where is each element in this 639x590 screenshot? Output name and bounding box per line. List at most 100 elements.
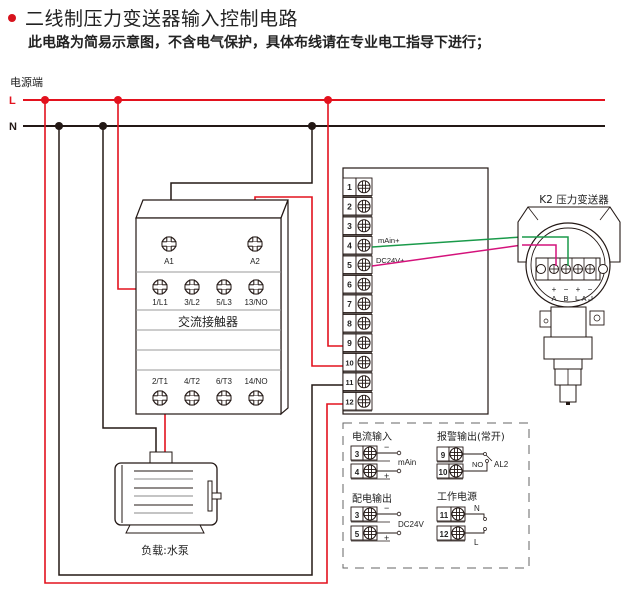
terminal5-label: DC24V+ xyxy=(376,256,405,265)
legend-box xyxy=(342,422,530,569)
controller-terminal-number: 1 xyxy=(347,182,352,192)
controller-terminal-12: 12 xyxy=(342,392,373,412)
terminal-label-a1: A1 xyxy=(164,257,174,266)
legend-terminal: 5 xyxy=(355,530,360,539)
terminal-screw-icon xyxy=(357,277,371,291)
wire-neutral-terminal11 xyxy=(58,126,372,576)
legend-work-power xyxy=(436,506,487,542)
controller-terminal-8: 8 xyxy=(342,314,373,334)
mark-minus-alarm: − xyxy=(588,285,593,294)
legend-terminal: 9 xyxy=(441,451,446,460)
terminal-label-l3: 5/L3 xyxy=(216,298,232,307)
legend-terminal: 12 xyxy=(440,530,449,539)
legend-terminal: 3 xyxy=(355,511,360,520)
terminal-screw-a2 xyxy=(247,236,263,252)
legend-terminal: 3 xyxy=(355,450,360,459)
legend-power-output-title: 配电输出 xyxy=(352,492,392,505)
terminal-screw xyxy=(152,390,168,406)
contactor: A1 A2 1/L1 3/L2 5/L3 13/NO 交流接触器 2/T1 4/… xyxy=(135,199,289,416)
legend-terminal: 11 xyxy=(440,511,449,520)
relay-label: AL2 xyxy=(494,460,509,469)
terminal-screw xyxy=(184,279,200,295)
terminal-label-13no: 13/NO xyxy=(244,298,267,307)
terminal-label-a2: A2 xyxy=(250,257,260,266)
wire-transmitter-b xyxy=(522,236,569,266)
contactor-name: 交流接触器 xyxy=(178,314,238,329)
minus-mark: − xyxy=(384,442,389,452)
controller-terminal-number: 5 xyxy=(347,260,352,270)
wire-neutral-motor xyxy=(102,126,157,458)
terminal-screw xyxy=(216,390,232,406)
mark-plus-a: + xyxy=(552,285,557,294)
title-row: 二线制压力变送器输入控制电路 xyxy=(8,4,298,31)
terminal-screw-icon xyxy=(357,336,371,350)
controller-terminal-number: 6 xyxy=(347,280,352,290)
terminal-label-t2: 4/T2 xyxy=(184,377,201,386)
terminal-label-l1: 1/L1 xyxy=(152,298,168,307)
controller-terminal-5: 5 xyxy=(342,255,373,275)
terminal-screw-icon xyxy=(357,355,371,369)
terminal-screw-icon xyxy=(357,316,371,330)
legend-work-power-title: 工作电源 xyxy=(437,490,477,503)
terminal-label-l2: 3/L2 xyxy=(184,298,200,307)
controller-terminal-number: 2 xyxy=(347,202,352,212)
controller-terminal-number: 8 xyxy=(347,319,352,329)
controller-terminal-1: 1 xyxy=(342,177,373,197)
controller-terminal-7: 7 xyxy=(342,294,373,314)
terminal-screw xyxy=(184,390,200,406)
minus-mark: − xyxy=(384,503,389,513)
terminal-label-14no: 14/NO xyxy=(244,377,267,386)
terminal-screw-icon xyxy=(357,238,371,252)
terminal-screw-a1 xyxy=(161,236,177,252)
terminal-screw xyxy=(248,390,264,406)
legend-alarm-output-title: 报警输出(常开) xyxy=(437,430,505,443)
transmitter-title: K2 压力变送器 xyxy=(539,193,609,206)
controller-terminal-3: 3 xyxy=(342,216,373,236)
mark-minus-b: − xyxy=(564,285,569,294)
line-n-label: N xyxy=(9,121,17,133)
contact-label: NO xyxy=(472,460,483,469)
controller-terminal-2: 2 xyxy=(342,197,373,217)
line-l-label: L xyxy=(9,95,16,107)
controller-terminal-number: 3 xyxy=(347,221,352,231)
plus-mark: + xyxy=(384,471,389,481)
power-label: 电源端 xyxy=(10,75,43,89)
page-subtitle: 此电路为简易示意图，不含电气保护，具体布线请在专业电工指导下进行； xyxy=(28,35,490,51)
signal-label: DC24V xyxy=(398,520,424,529)
controller-terminal-4: 4 xyxy=(342,236,373,256)
n-label: N xyxy=(474,504,480,513)
load-label: 负载:水泵 xyxy=(141,543,189,557)
legend-terminal: 10 xyxy=(439,468,448,477)
legend-alarm-output xyxy=(436,446,493,480)
controller-terminal-10: 10 xyxy=(342,353,373,373)
controller-terminal-number: 12 xyxy=(345,398,353,407)
terminal-screw xyxy=(216,279,232,295)
terminal-screw-icon xyxy=(357,394,371,408)
controller-terminal-number: 7 xyxy=(347,299,352,309)
wire-live-terminal12 xyxy=(44,100,372,584)
terminal-screw-icon xyxy=(357,297,371,311)
mark-a: A xyxy=(551,294,556,303)
controller-terminal-number: 10 xyxy=(345,359,353,368)
terminal-screw xyxy=(152,279,168,295)
mark-plus-alarm: + xyxy=(576,285,581,294)
controller-terminal-9: 9 xyxy=(342,333,373,353)
terminal-label-t3: 6/T3 xyxy=(216,377,233,386)
legend-current-input-title: 电流输入 xyxy=(352,430,392,443)
mark-alarm: A xyxy=(581,294,586,303)
terminal4-label: mAin+ xyxy=(378,236,400,245)
terminal-screw-icon xyxy=(357,199,371,213)
controller-terminal-number: 4 xyxy=(347,241,352,251)
controller-terminal-6: 6 xyxy=(342,275,373,295)
terminal-screw-icon xyxy=(357,258,371,272)
signal-label: mAin xyxy=(398,458,416,467)
terminal-label-t1: 2/T1 xyxy=(152,377,169,386)
terminal-screw-icon xyxy=(357,375,371,389)
wire-dc24v xyxy=(371,244,523,267)
legend-power-output xyxy=(350,506,402,542)
motor-icon xyxy=(114,451,222,534)
controller-terminal-number: 9 xyxy=(347,338,352,348)
bullet-icon xyxy=(8,13,16,22)
legend-terminal: 4 xyxy=(355,468,360,477)
